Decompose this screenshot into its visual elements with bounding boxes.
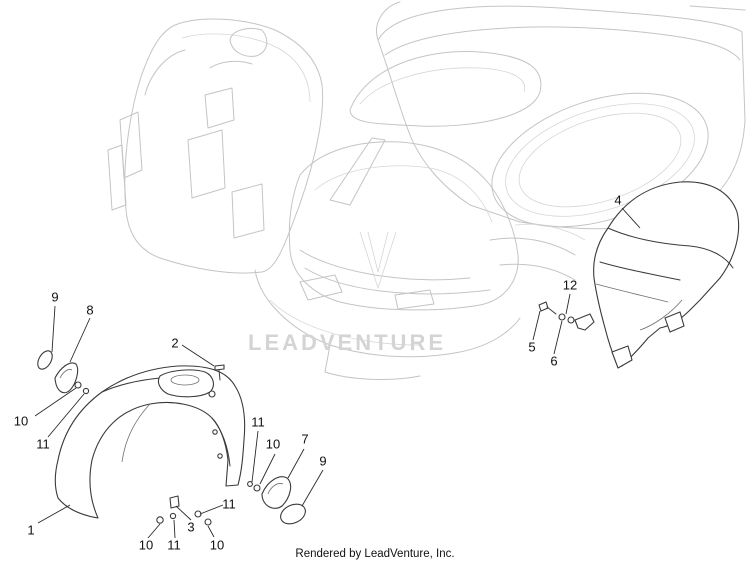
- part-hardware-rear: [538, 301, 575, 324]
- callout-6: 6: [550, 353, 557, 368]
- callout-11-left: 11: [36, 436, 50, 451]
- callout-4: 4: [614, 192, 621, 207]
- callout-9-left: 9: [51, 289, 58, 304]
- callout-10-left: 10: [14, 413, 28, 428]
- callout-9-right: 9: [319, 453, 326, 468]
- callout-labels: 9 8 10 11 2 1 11 10 7 9 3 11 10 11 10 4 …: [14, 192, 622, 552]
- callout-1: 1: [27, 522, 34, 537]
- scooter-body-outline: [107, 1, 746, 380]
- callout-10-right: 10: [266, 436, 280, 451]
- part-screw-2: [214, 364, 225, 381]
- part-badge-left: [37, 350, 90, 395]
- callout-10-bottom-right: 10: [210, 537, 224, 552]
- callout-5: 5: [528, 339, 535, 354]
- callout-8: 8: [86, 302, 93, 317]
- watermark: LEADVENTURE: [248, 231, 446, 355]
- callout-7: 7: [301, 431, 308, 446]
- callout-3: 3: [187, 519, 194, 534]
- callout-12: 12: [563, 277, 577, 292]
- callout-10-bottom-left: 10: [139, 537, 153, 552]
- part-hardware-bottom: [156, 495, 212, 526]
- callout-2: 2: [171, 335, 178, 350]
- watermark-text: LEADVENTURE: [248, 330, 446, 355]
- callout-11-mid: 11: [222, 496, 236, 511]
- part-rear-mudguard: [574, 181, 740, 369]
- callout-11-right: 11: [251, 414, 265, 429]
- footer-credit: Rendered by LeadVenture, Inc.: [295, 548, 454, 560]
- leader-lines: [34, 207, 641, 539]
- callout-11-bottom: 11: [167, 537, 181, 552]
- part-front-fender: [54, 365, 246, 519]
- part-badge-right: [247, 476, 306, 525]
